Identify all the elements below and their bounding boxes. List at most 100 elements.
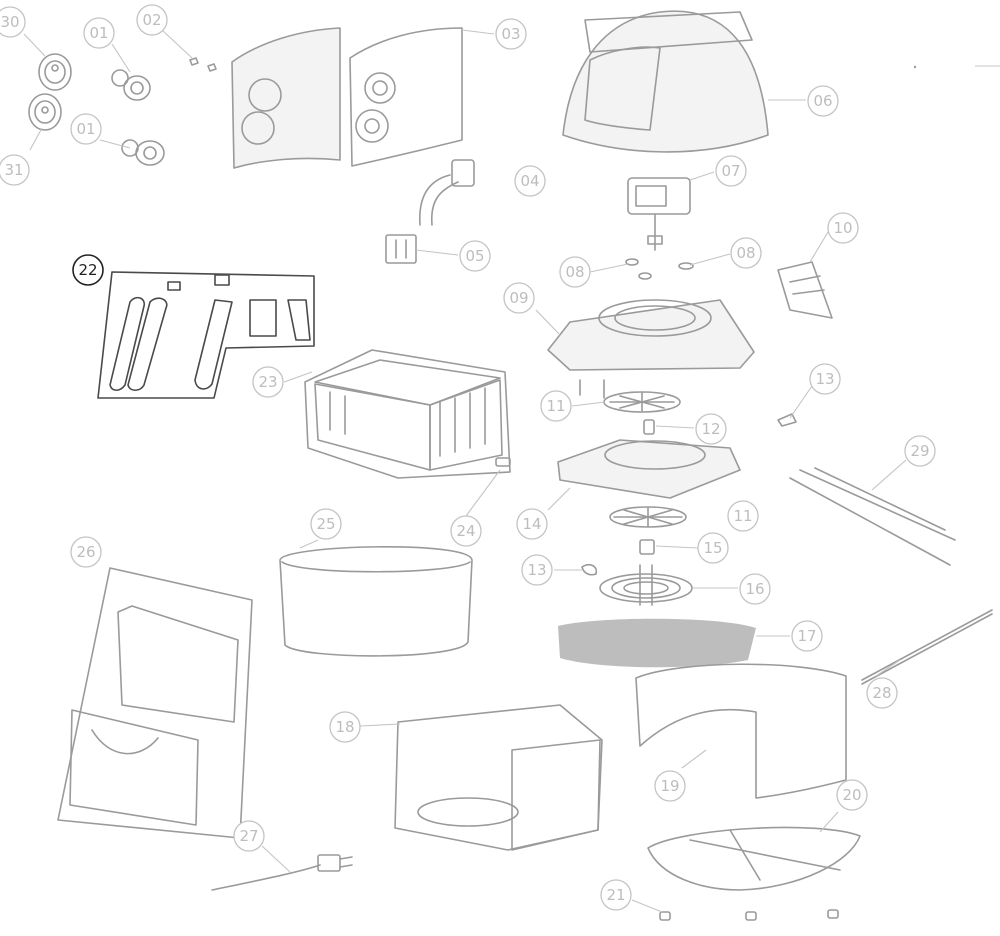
svg-text:20: 20 <box>842 786 861 804</box>
part-03-control-panel <box>231 27 463 169</box>
callout-04: 04 <box>514 165 546 197</box>
svg-text:22: 22 <box>78 261 97 279</box>
part-27-power-cord <box>211 854 353 891</box>
part-29-rods <box>789 467 956 566</box>
svg-text:21: 21 <box>606 886 625 904</box>
svg-text:13: 13 <box>815 370 834 388</box>
callout-21: 21 <box>600 879 632 911</box>
svg-text:28: 28 <box>872 684 891 702</box>
part-07-motor <box>627 177 691 251</box>
callout-09: 09 <box>503 282 535 314</box>
svg-text:30: 30 <box>0 13 19 31</box>
svg-text:17: 17 <box>797 627 816 645</box>
part-21-feet <box>659 909 839 921</box>
part-01-switch-upper <box>111 69 151 101</box>
part-30-knob <box>38 53 72 91</box>
part-04-wire-harness <box>419 159 475 226</box>
part-02-screws <box>189 57 217 72</box>
svg-text:23: 23 <box>258 373 277 391</box>
callout-12: 12 <box>695 413 727 445</box>
part-06-top-housing <box>562 10 769 153</box>
part-17-grid-plate <box>558 618 756 668</box>
callout-02: 02 <box>136 4 168 36</box>
callout-28: 28 <box>866 677 898 709</box>
callout-10: 10 <box>827 212 859 244</box>
callout-08-right: 08 <box>730 237 762 269</box>
part-13-clip-lower <box>581 564 598 576</box>
svg-text:13: 13 <box>527 561 546 579</box>
callout-01-upper: 01 <box>83 17 115 49</box>
callout-03: 03 <box>495 18 527 50</box>
callout-23: 23 <box>252 366 284 398</box>
part-14-heating-plate <box>557 439 741 499</box>
callout-16: 16 <box>739 573 771 605</box>
svg-text:04: 04 <box>520 172 539 190</box>
part-24-foot <box>495 457 511 467</box>
part-11-fan-lower <box>609 506 687 528</box>
callout-25: 25 <box>310 508 342 540</box>
part-15-nut <box>639 539 655 555</box>
svg-text:09: 09 <box>509 289 528 307</box>
callout-18: 18 <box>329 711 361 743</box>
corner-marks <box>913 65 1000 69</box>
svg-text:01: 01 <box>76 120 95 138</box>
svg-text:27: 27 <box>239 827 258 845</box>
callout-17: 17 <box>791 620 823 652</box>
svg-text:31: 31 <box>4 161 23 179</box>
callout-06: 06 <box>807 85 839 117</box>
part-09-fan-housing <box>547 299 755 399</box>
part-22-handle-assembly <box>97 271 315 399</box>
svg-text:14: 14 <box>522 515 541 533</box>
callout-24: 24 <box>450 515 482 547</box>
callout-15: 15 <box>697 532 729 564</box>
part-20-base-tray <box>647 826 861 891</box>
svg-text:06: 06 <box>813 92 832 110</box>
callout-07: 07 <box>715 155 747 187</box>
callout-30: 30 <box>0 6 26 38</box>
svg-text:01: 01 <box>89 24 108 42</box>
callout-14: 14 <box>516 508 548 540</box>
svg-text:10: 10 <box>833 219 852 237</box>
svg-text:11: 11 <box>733 507 752 525</box>
callout-11-lower: 11 <box>727 500 759 532</box>
svg-text:03: 03 <box>501 25 520 43</box>
part-28-probe <box>861 609 993 685</box>
part-18-outer-basket <box>394 704 603 851</box>
part-13-clip-upper <box>777 413 797 427</box>
svg-text:08: 08 <box>736 244 755 262</box>
svg-text:08: 08 <box>565 263 584 281</box>
callout-27: 27 <box>233 820 265 852</box>
svg-text:05: 05 <box>465 247 484 265</box>
callout-01-lower: 01 <box>70 113 102 145</box>
svg-text:18: 18 <box>335 718 354 736</box>
part-11-fan-upper <box>603 391 681 413</box>
callout-08-left: 08 <box>559 256 591 288</box>
callout-22: 22 <box>72 254 104 286</box>
callout-19: 19 <box>654 770 686 802</box>
svg-text:19: 19 <box>660 777 679 795</box>
callout-11-upper: 11 <box>540 390 572 422</box>
svg-text:29: 29 <box>910 442 929 460</box>
part-16-heating-coil <box>599 564 693 606</box>
part-01-switch-lower <box>121 139 165 166</box>
callout-13-upper: 13 <box>809 363 841 395</box>
svg-text:25: 25 <box>316 515 335 533</box>
part-26-front-panel <box>57 567 253 839</box>
part-10-filter <box>777 261 833 319</box>
part-05-connector <box>385 234 417 264</box>
svg-text:02: 02 <box>142 11 161 29</box>
svg-text:26: 26 <box>76 543 95 561</box>
callout-05: 05 <box>459 240 491 272</box>
part-08-washers <box>625 258 694 280</box>
callout-20: 20 <box>836 779 868 811</box>
callout-31: 31 <box>0 154 30 186</box>
callout-29: 29 <box>904 435 936 467</box>
leader-lines <box>23 29 907 913</box>
svg-text:12: 12 <box>701 420 720 438</box>
callout-13-lower: 13 <box>521 554 553 586</box>
callout-26: 26 <box>70 536 102 568</box>
svg-text:24: 24 <box>456 522 475 540</box>
part-31-knob <box>28 93 62 131</box>
